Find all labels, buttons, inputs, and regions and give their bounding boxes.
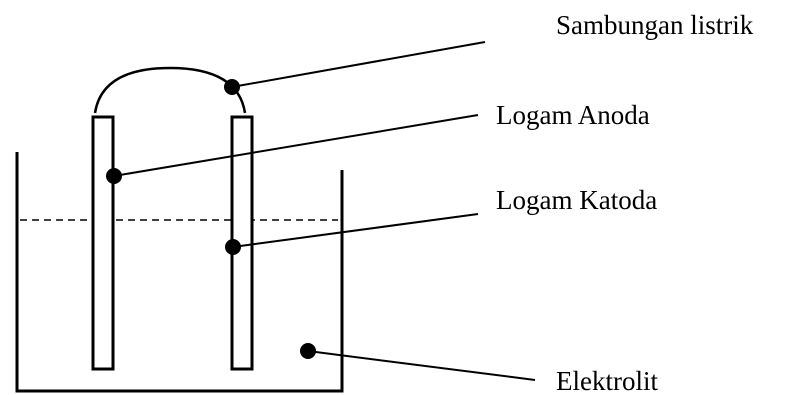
connection-wire <box>93 66 247 114</box>
connection-pointer-line <box>231 41 486 88</box>
electrolyte-pointer-line <box>307 350 536 381</box>
cathode-pointer-dot <box>225 239 241 255</box>
cathode-pointer-line <box>232 213 479 248</box>
connection-pointer-dot <box>224 79 240 95</box>
anode-label: Logam Anoda <box>496 100 650 130</box>
electrolyte-label: Elektrolit <box>556 366 658 395</box>
electrolyte-pointer-dot <box>300 343 316 359</box>
container-beaker <box>15 152 344 393</box>
anode-pointer-dot <box>106 168 122 184</box>
anode-pointer-line <box>113 114 479 177</box>
connection-label: Sambungan listrik <box>556 10 754 40</box>
anode-electrode <box>91 115 115 371</box>
cathode-label: Logam Katoda <box>496 185 657 215</box>
